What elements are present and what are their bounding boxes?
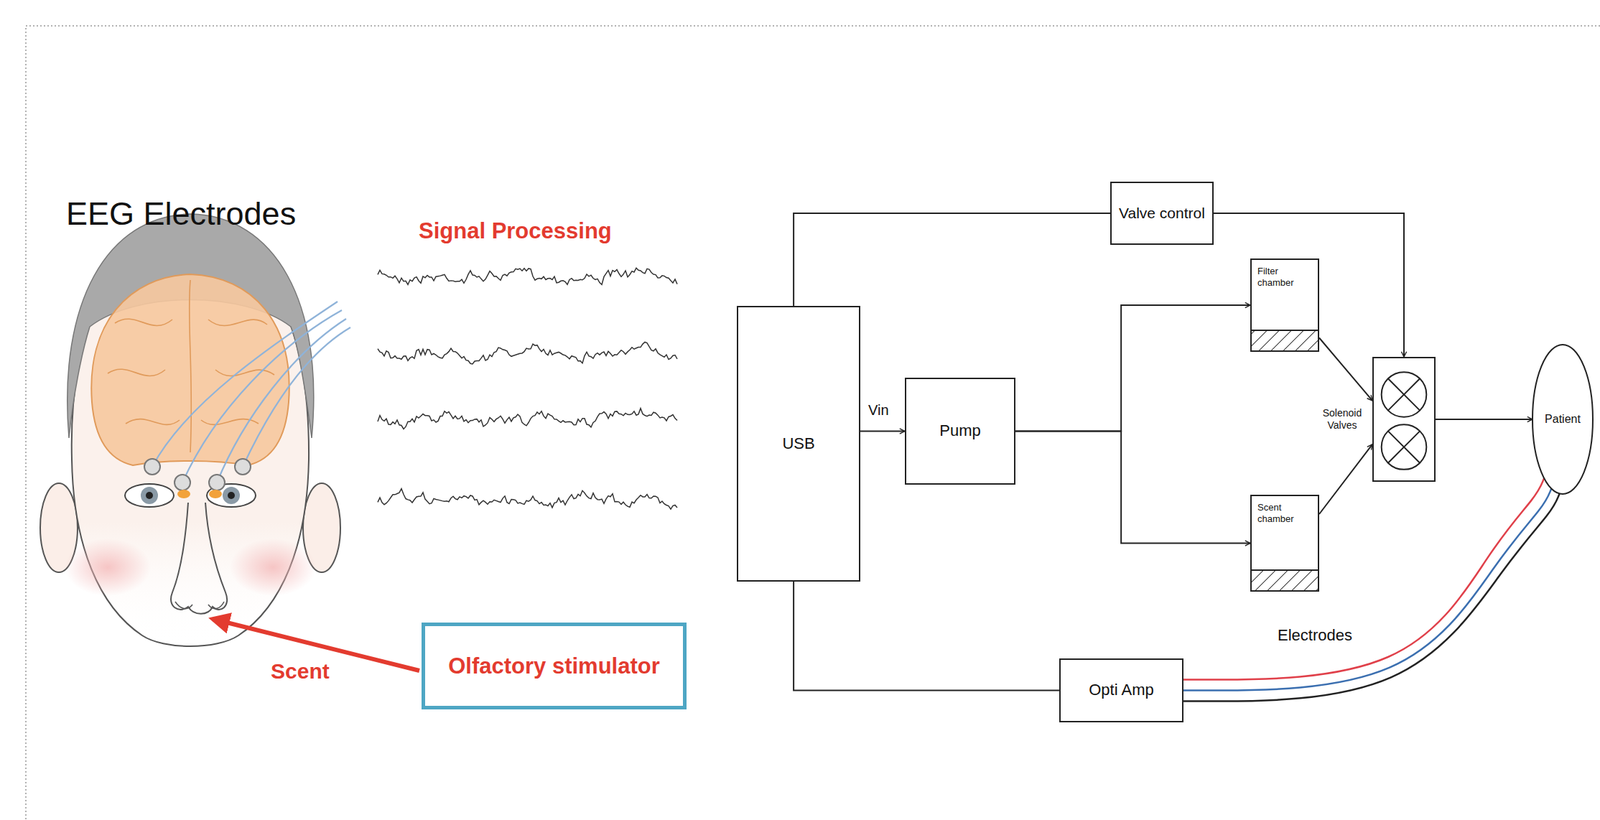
node-text: Solenoid Valves	[1316, 407, 1369, 432]
solenoid-valves: Solenoid Valves	[1372, 356, 1436, 482]
valve-control-box: Valve control	[1110, 181, 1214, 245]
connector	[1319, 338, 1373, 401]
patient-ellipse: Patient	[1531, 343, 1595, 496]
panel-heading: Signal Processing	[418, 218, 612, 245]
arrow-label: Scent	[270, 659, 330, 685]
edge-label: Vin	[866, 402, 892, 419]
connector	[793, 213, 1111, 306]
electrode-wire	[1183, 488, 1552, 691]
usb-box: USB	[736, 305, 861, 582]
figure-heading: EEG Electrodes	[66, 195, 296, 233]
eeg-trace	[377, 267, 678, 285]
filter-chamber: Filter chamber	[1250, 258, 1320, 352]
node-text: Olfactory stimulator	[448, 652, 660, 680]
dotted-frame	[25, 25, 1600, 820]
node-text: Filter chamber	[1257, 265, 1302, 288]
node-text: Scent chamber	[1257, 501, 1302, 525]
connector	[1015, 431, 1251, 544]
stimulator-box: Olfactory stimulator	[421, 622, 687, 710]
connector	[1319, 444, 1373, 515]
eeg-trace	[377, 489, 678, 510]
face	[40, 214, 351, 647]
electrode-wire	[1183, 478, 1544, 681]
pump-box: Pump	[904, 377, 1016, 485]
eeg-trace	[377, 341, 678, 365]
node-text: Pump	[939, 421, 981, 441]
scent-chamber: Scent chamber	[1250, 494, 1320, 592]
valve-symbol	[1373, 358, 1437, 484]
connector	[1435, 418, 1533, 421]
amplifier-box: Opti Amp	[1059, 658, 1184, 723]
connector	[1213, 213, 1404, 357]
electrode-wire	[1183, 493, 1560, 701]
eeg-trace	[377, 408, 678, 430]
edge-label: Electrodes	[1275, 626, 1355, 645]
node-text: Valve control	[1118, 203, 1206, 222]
node-text: USB	[782, 434, 815, 454]
node-text: Opti Amp	[1088, 680, 1154, 700]
connector	[793, 581, 1060, 691]
eeg-traces	[377, 267, 678, 510]
node-text: Patient	[1544, 412, 1581, 426]
connector	[1015, 305, 1251, 432]
connector	[860, 430, 905, 433]
